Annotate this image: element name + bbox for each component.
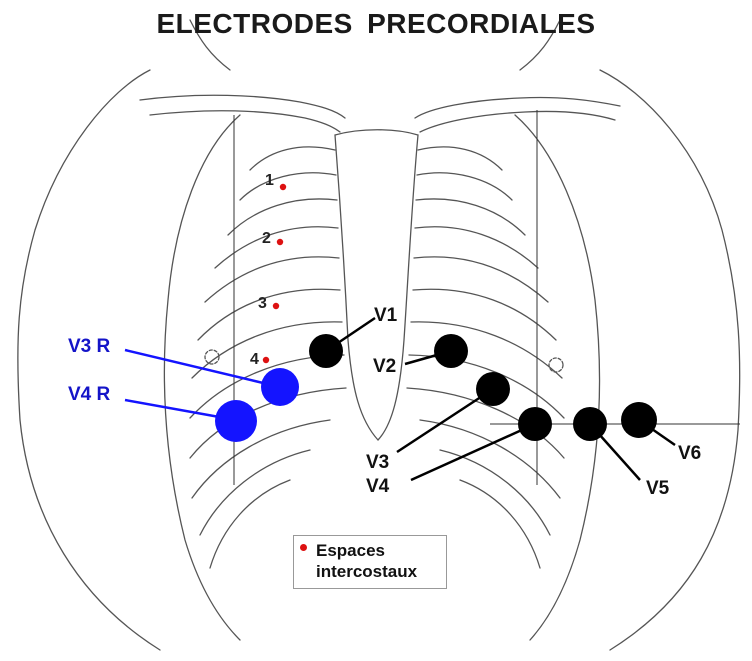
legend-box: Espaces intercostaux — [293, 535, 447, 589]
intercostal-number-1: 1 — [265, 172, 274, 190]
leader-v4 — [411, 424, 535, 480]
intercostal-marker-2 — [277, 239, 283, 245]
electrode-v4r — [215, 400, 257, 442]
label-v4: V4 — [366, 476, 389, 498]
electrode-v5 — [573, 407, 607, 441]
intercostal-marker-icon — [300, 544, 307, 551]
electrode-v2 — [434, 334, 468, 368]
intercostal-number-3: 3 — [258, 295, 267, 313]
intercostal-marker-4 — [263, 357, 269, 363]
label-v2: V2 — [373, 356, 396, 378]
electrode-v3 — [476, 372, 510, 406]
intercostal-number-2: 2 — [262, 230, 271, 248]
electrode-v6 — [621, 402, 657, 438]
label-v3: V3 — [366, 452, 389, 474]
label-v5: V5 — [646, 478, 669, 500]
label-v1: V1 — [374, 305, 397, 327]
electrode-v4 — [518, 407, 552, 441]
electrode-v1 — [309, 334, 343, 368]
clavicle-right-under — [420, 111, 615, 132]
leader-v3 — [397, 389, 493, 452]
label-v6: V6 — [678, 443, 701, 465]
diagram-title: ELECTRODES PRECORDIALES — [0, 8, 752, 40]
clavicle-left — [140, 95, 345, 118]
body-outline-left — [18, 70, 160, 650]
electrode-v3r — [261, 368, 299, 406]
body-outline-right — [600, 70, 740, 650]
legend-line-2: intercostaux — [316, 561, 417, 582]
clavicle-left-under — [150, 111, 340, 132]
legend-line-1: Espaces — [316, 540, 417, 561]
sternum — [335, 130, 418, 440]
label-v3r: V3 R — [68, 336, 110, 358]
nipple-right — [549, 358, 563, 372]
legend-text: Espaces intercostaux — [316, 540, 417, 582]
ribcage-left-outline — [164, 115, 240, 640]
ribcage-right-outline — [515, 115, 600, 640]
intercostal-marker-3 — [273, 303, 279, 309]
label-v4r: V4 R — [68, 384, 110, 406]
intercostal-number-4: 4 — [250, 351, 259, 369]
intercostal-marker-1 — [280, 184, 286, 190]
